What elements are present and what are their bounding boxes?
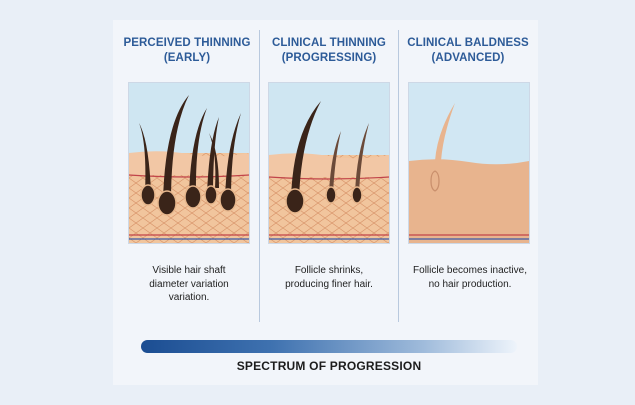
column-divider xyxy=(259,30,260,322)
column-title-early: PERCEIVED THINNING (EARLY) xyxy=(123,37,251,64)
shrinking-follicles-cross-section-icon xyxy=(268,82,390,244)
column-title-advanced: CLINICAL BALDNESS (ADVANCED) xyxy=(407,37,529,64)
description-early: Visible hair shaft diameter variation va… xyxy=(149,265,229,303)
column-title-progressing: CLINICAL THINNING (PROGRESSING) xyxy=(272,37,386,64)
description-advanced: Follicle becomes inactive, no hair produ… xyxy=(413,265,527,290)
progression-label: SPECTRUM OF PROGRESSION xyxy=(236,359,422,373)
dense-hair-follicles-cross-section-icon xyxy=(128,82,250,244)
column-divider xyxy=(398,30,399,322)
description-progressing: Follicle shrinks, producing finer hair. xyxy=(285,265,373,290)
progression-gradient-bar xyxy=(141,340,517,353)
inactive-follicle-cross-section-icon xyxy=(408,82,530,244)
